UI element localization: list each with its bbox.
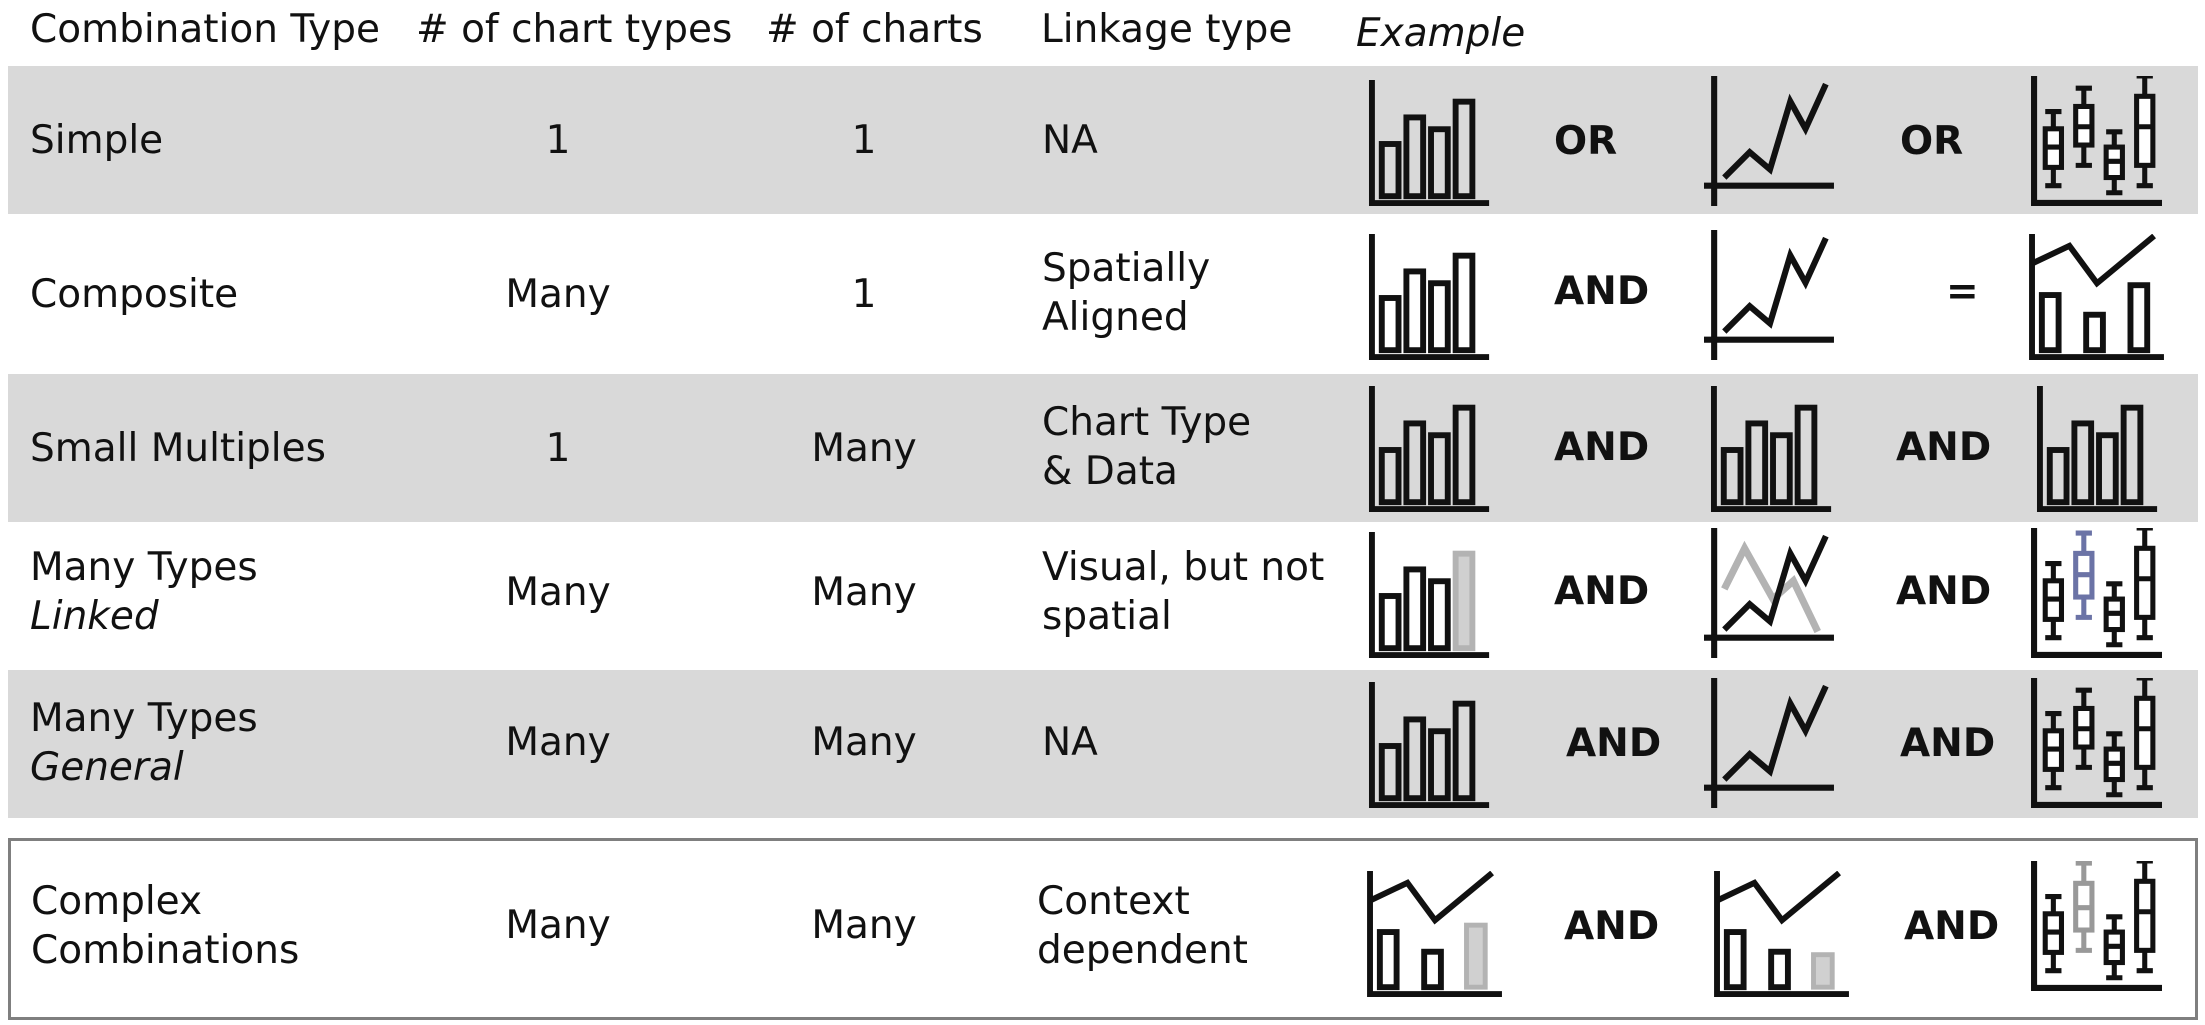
box-plot-highlighted-icon <box>2030 861 2162 993</box>
row-linkage-line2: Aligned <box>1042 295 1189 340</box>
row-name-line2: Linked <box>30 594 159 639</box>
operator-and: AND <box>1554 269 1650 314</box>
header-chart-types: # of chart types <box>416 7 733 52</box>
operator-and: AND <box>1896 425 1992 470</box>
line-chart-icon <box>1704 76 1836 208</box>
row-name: Small Multiples <box>30 426 326 471</box>
row-linkage-line1: Spatially <box>1042 246 1211 291</box>
header-linkage-type: Linkage type <box>1041 7 1293 52</box>
row-charts: 1 <box>851 118 877 163</box>
row-linkage-line1: Chart Type <box>1042 400 1252 445</box>
bar-chart-icon <box>1368 682 1496 810</box>
row-chart-types: 1 <box>545 118 571 163</box>
row-chart-types: 1 <box>545 426 571 471</box>
row-name: Simple <box>30 118 164 163</box>
row-name-line2: General <box>30 745 184 790</box>
combo-chart-icon <box>2026 234 2168 362</box>
row-chart-types: Many <box>505 720 611 765</box>
operator-and: AND <box>1896 569 1992 614</box>
row-linkage-line2: & Data <box>1042 449 1178 494</box>
row-name-line1: Many Types <box>30 696 258 741</box>
table-header: Combination Type # of chart types # of c… <box>0 0 2205 66</box>
row-chart-types: Many <box>505 903 611 948</box>
table-row-simple: Simple 1 1 NA OR OR <box>8 66 2198 214</box>
row-linkage-line2: dependent <box>1037 928 1248 973</box>
table-row-composite: Composite Many 1 Spatially Aligned AND = <box>8 214 2198 374</box>
row-charts: Many <box>811 570 917 615</box>
box-plot-icon <box>2030 76 2162 208</box>
bar-chart-icon <box>1368 80 1496 208</box>
box-plot-highlighted-icon <box>2030 528 2162 660</box>
combo-chart-highlighted-icon <box>1711 871 1853 999</box>
row-chart-types: Many <box>505 272 611 317</box>
operator-and: AND <box>1904 904 2000 949</box>
row-linkage-line1: Visual, but not <box>1042 545 1325 590</box>
operator-and: AND <box>1564 904 1660 949</box>
row-linkage: NA <box>1042 118 1098 163</box>
header-example: Example <box>1356 11 1526 56</box>
operator-or: OR <box>1900 119 1964 164</box>
row-name-line1: Many Types <box>30 545 258 590</box>
box-plot-icon <box>2030 678 2162 810</box>
line-chart-highlighted-icon <box>1704 528 1836 660</box>
operator-and: AND <box>1554 425 1650 470</box>
operator-and: AND <box>1554 569 1650 614</box>
row-charts: 1 <box>851 272 877 317</box>
table-row-complex-combinations: Complex Combinations Many Many Context d… <box>8 838 2198 1020</box>
header-charts: # of charts <box>766 7 983 52</box>
row-linkage-line1: Context <box>1037 879 1190 924</box>
operator-and: AND <box>1900 721 1996 766</box>
row-linkage-line2: spatial <box>1042 594 1172 639</box>
row-charts: Many <box>811 720 917 765</box>
table-row-small-multiples: Small Multiples 1 Many Chart Type & Data… <box>8 374 2198 522</box>
line-chart-icon <box>1704 230 1836 362</box>
bar-chart-icon <box>1368 234 1496 362</box>
row-name-line1: Complex <box>31 879 203 924</box>
bar-chart-icon <box>1368 386 1496 514</box>
combo-chart-highlighted-icon <box>1364 871 1506 999</box>
bar-chart-icon <box>1710 386 1838 514</box>
operator-or: OR <box>1554 119 1618 164</box>
row-charts: Many <box>811 426 917 471</box>
row-charts: Many <box>811 903 917 948</box>
row-linkage: NA <box>1042 720 1098 765</box>
table-row-many-types-linked: Many Types Linked Many Many Visual, but … <box>8 522 2198 670</box>
row-name: Composite <box>30 272 239 317</box>
bar-chart-icon <box>2036 386 2164 514</box>
table-row-many-types-general: Many Types General Many Many NA AND AND <box>8 670 2198 818</box>
operator-and: AND <box>1566 721 1662 766</box>
row-name-line2: Combinations <box>31 928 300 973</box>
line-chart-icon <box>1704 678 1836 810</box>
header-combination-type: Combination Type <box>30 7 380 52</box>
operator-equals: = <box>1946 269 1979 314</box>
bar-chart-highlighted-icon <box>1368 532 1496 660</box>
row-chart-types: Many <box>505 570 611 615</box>
